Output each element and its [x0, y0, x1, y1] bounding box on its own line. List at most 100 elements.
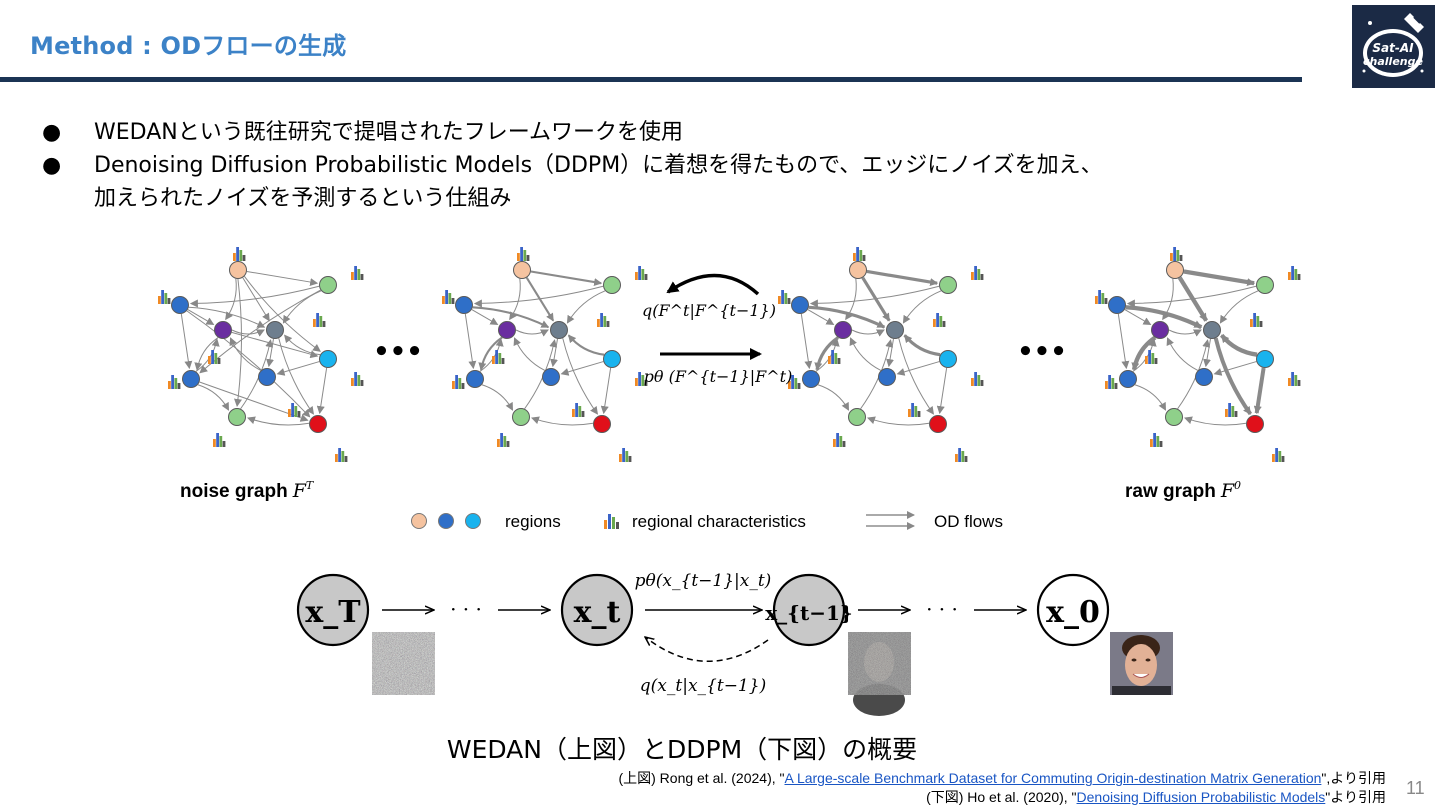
od-flow-edge [231, 331, 319, 359]
od-flow-edge [1162, 278, 1174, 321]
region-node [603, 350, 621, 368]
region-characteristics-bar-icon [517, 247, 530, 261]
region-characteristics-bar-icon [1095, 290, 1108, 304]
bullet-text: WEDANという既往研究で提唱されたフレームワークを使用 [94, 120, 684, 145]
region-characteristics-bar-icon [158, 290, 171, 304]
od-flow-edge [243, 276, 321, 352]
region-node [939, 350, 957, 368]
od-flow-edge [180, 313, 193, 370]
region-node [228, 408, 246, 426]
reference-prefix: (上図) Rong et al. (2024), " [618, 770, 785, 786]
node-x-0-label: x_0 [1046, 595, 1100, 630]
od-flow-edge [464, 313, 477, 370]
p-transition-label: pθ (F^{t−1}|F^t) [644, 367, 793, 386]
region-characteristics-bar-icon [778, 290, 791, 304]
region-node [849, 261, 867, 279]
region-node [878, 368, 896, 386]
od-flow-edge [186, 310, 311, 418]
region-characteristics-bar-icon [971, 266, 984, 280]
region-characteristics-bar-icon [497, 433, 510, 447]
od-flow-edge [189, 285, 320, 308]
region-characteristics-bar-icon [1288, 372, 1301, 386]
od-flow-edge [807, 309, 835, 325]
bullet-list: ● WEDANという既往研究で提唱されたフレームワークを使用 ● Denoisi… [40, 116, 1240, 215]
node-x-t [560, 573, 634, 647]
od-flow-edge [562, 338, 599, 415]
od-flow-edge [234, 278, 243, 407]
od-flow-edge [515, 329, 549, 337]
od-flow-edge [1184, 416, 1247, 426]
reference-link-wedan[interactable]: A Large-scale Benchmark Dataset for Comm… [784, 770, 1322, 786]
region-node [593, 415, 611, 433]
od-flow-edge [1124, 309, 1152, 325]
region-node [455, 296, 473, 314]
region-node [1108, 296, 1126, 314]
ellipsis-right: ••• [1017, 337, 1067, 367]
region-node [182, 370, 200, 388]
region-characteristics-bar-icon [853, 247, 866, 261]
region-characteristics-bar-icon [828, 350, 841, 364]
region-node [1256, 350, 1274, 368]
region-characteristics-bar-icon [619, 448, 632, 462]
od-flow-edge [1126, 285, 1257, 308]
od-graph [442, 247, 648, 462]
od-flow-edge [229, 337, 262, 371]
bullet-item: ● Denoising Diffusion Probabilistic Mode… [40, 149, 1240, 215]
region-characteristics-bar-icon [955, 448, 968, 462]
region-characteristics-bar-icon [452, 375, 465, 389]
od-flow-edge [276, 361, 320, 376]
graph-sequence [158, 247, 1301, 462]
region-node [1119, 370, 1137, 388]
region-node [258, 368, 276, 386]
region-characteristics-bar-icon [1145, 350, 1158, 364]
region-node [512, 408, 530, 426]
legend-region-cyan [465, 513, 481, 529]
node-x-t-minus-1-label: x_{t−1} [765, 601, 853, 625]
od-flow-edge [187, 309, 215, 325]
legend-region-blue [438, 513, 454, 529]
region-node [1151, 321, 1169, 339]
region-node [498, 321, 516, 339]
od-graph [778, 247, 984, 462]
od-flow-edge [1213, 361, 1257, 376]
bullet-item: ● WEDANという既往研究で提唱されたフレームワークを使用 [40, 116, 1240, 149]
od-flow-edge [936, 367, 948, 415]
bullet-text: Denoising Diffusion Probabilistic Models… [94, 153, 1103, 178]
region-node [319, 350, 337, 368]
od-flow-edge [903, 334, 941, 357]
od-flow-edge [231, 329, 265, 337]
logo-text-line1: Sat-AI [1372, 41, 1414, 55]
region-characteristics-bar-icon [572, 403, 585, 417]
od-flow-edge [845, 278, 857, 321]
od-flow-edge [867, 416, 930, 426]
od-flow-edge [898, 338, 935, 415]
od-flow-edge [866, 269, 939, 286]
legend-flows-label: OD flows [934, 512, 1003, 531]
chain-dots-right: · · · [926, 597, 958, 621]
od-graph [158, 247, 364, 462]
sat-ai-challenge-logo: Sat-AI challenge [1352, 5, 1435, 88]
ddpm-reverse-arrow [645, 637, 769, 662]
od-flow-edge [1117, 313, 1130, 370]
noise-image-thumbnail [372, 632, 435, 695]
region-characteristics-bar-icon [788, 375, 801, 389]
od-flow-edge [246, 270, 319, 286]
legend-characteristics-label: regional characteristics [632, 512, 806, 531]
region-characteristics-bar-icon [351, 266, 364, 280]
region-characteristics-bar-icon [492, 350, 505, 364]
page-title: Method : ODフローの生成 [30, 32, 347, 60]
region-node [1256, 276, 1274, 294]
region-node [542, 368, 560, 386]
od-flow-edge [530, 270, 603, 286]
reference-link-ddpm[interactable]: Denoising Diffusion Probabilistic Models [1076, 789, 1326, 805]
reference-suffix: ",より引用 [1321, 770, 1386, 786]
region-node [513, 261, 531, 279]
od-flow-edge [800, 313, 813, 370]
od-flow-edge [316, 367, 328, 415]
ddpm-chain: x_T · · · x_t pθ(x_{t−1}|x_t) q(x_t|x_{t… [296, 571, 1173, 716]
region-node [229, 261, 247, 279]
region-node [214, 321, 232, 339]
region-characteristics-bar-icon [635, 372, 648, 386]
